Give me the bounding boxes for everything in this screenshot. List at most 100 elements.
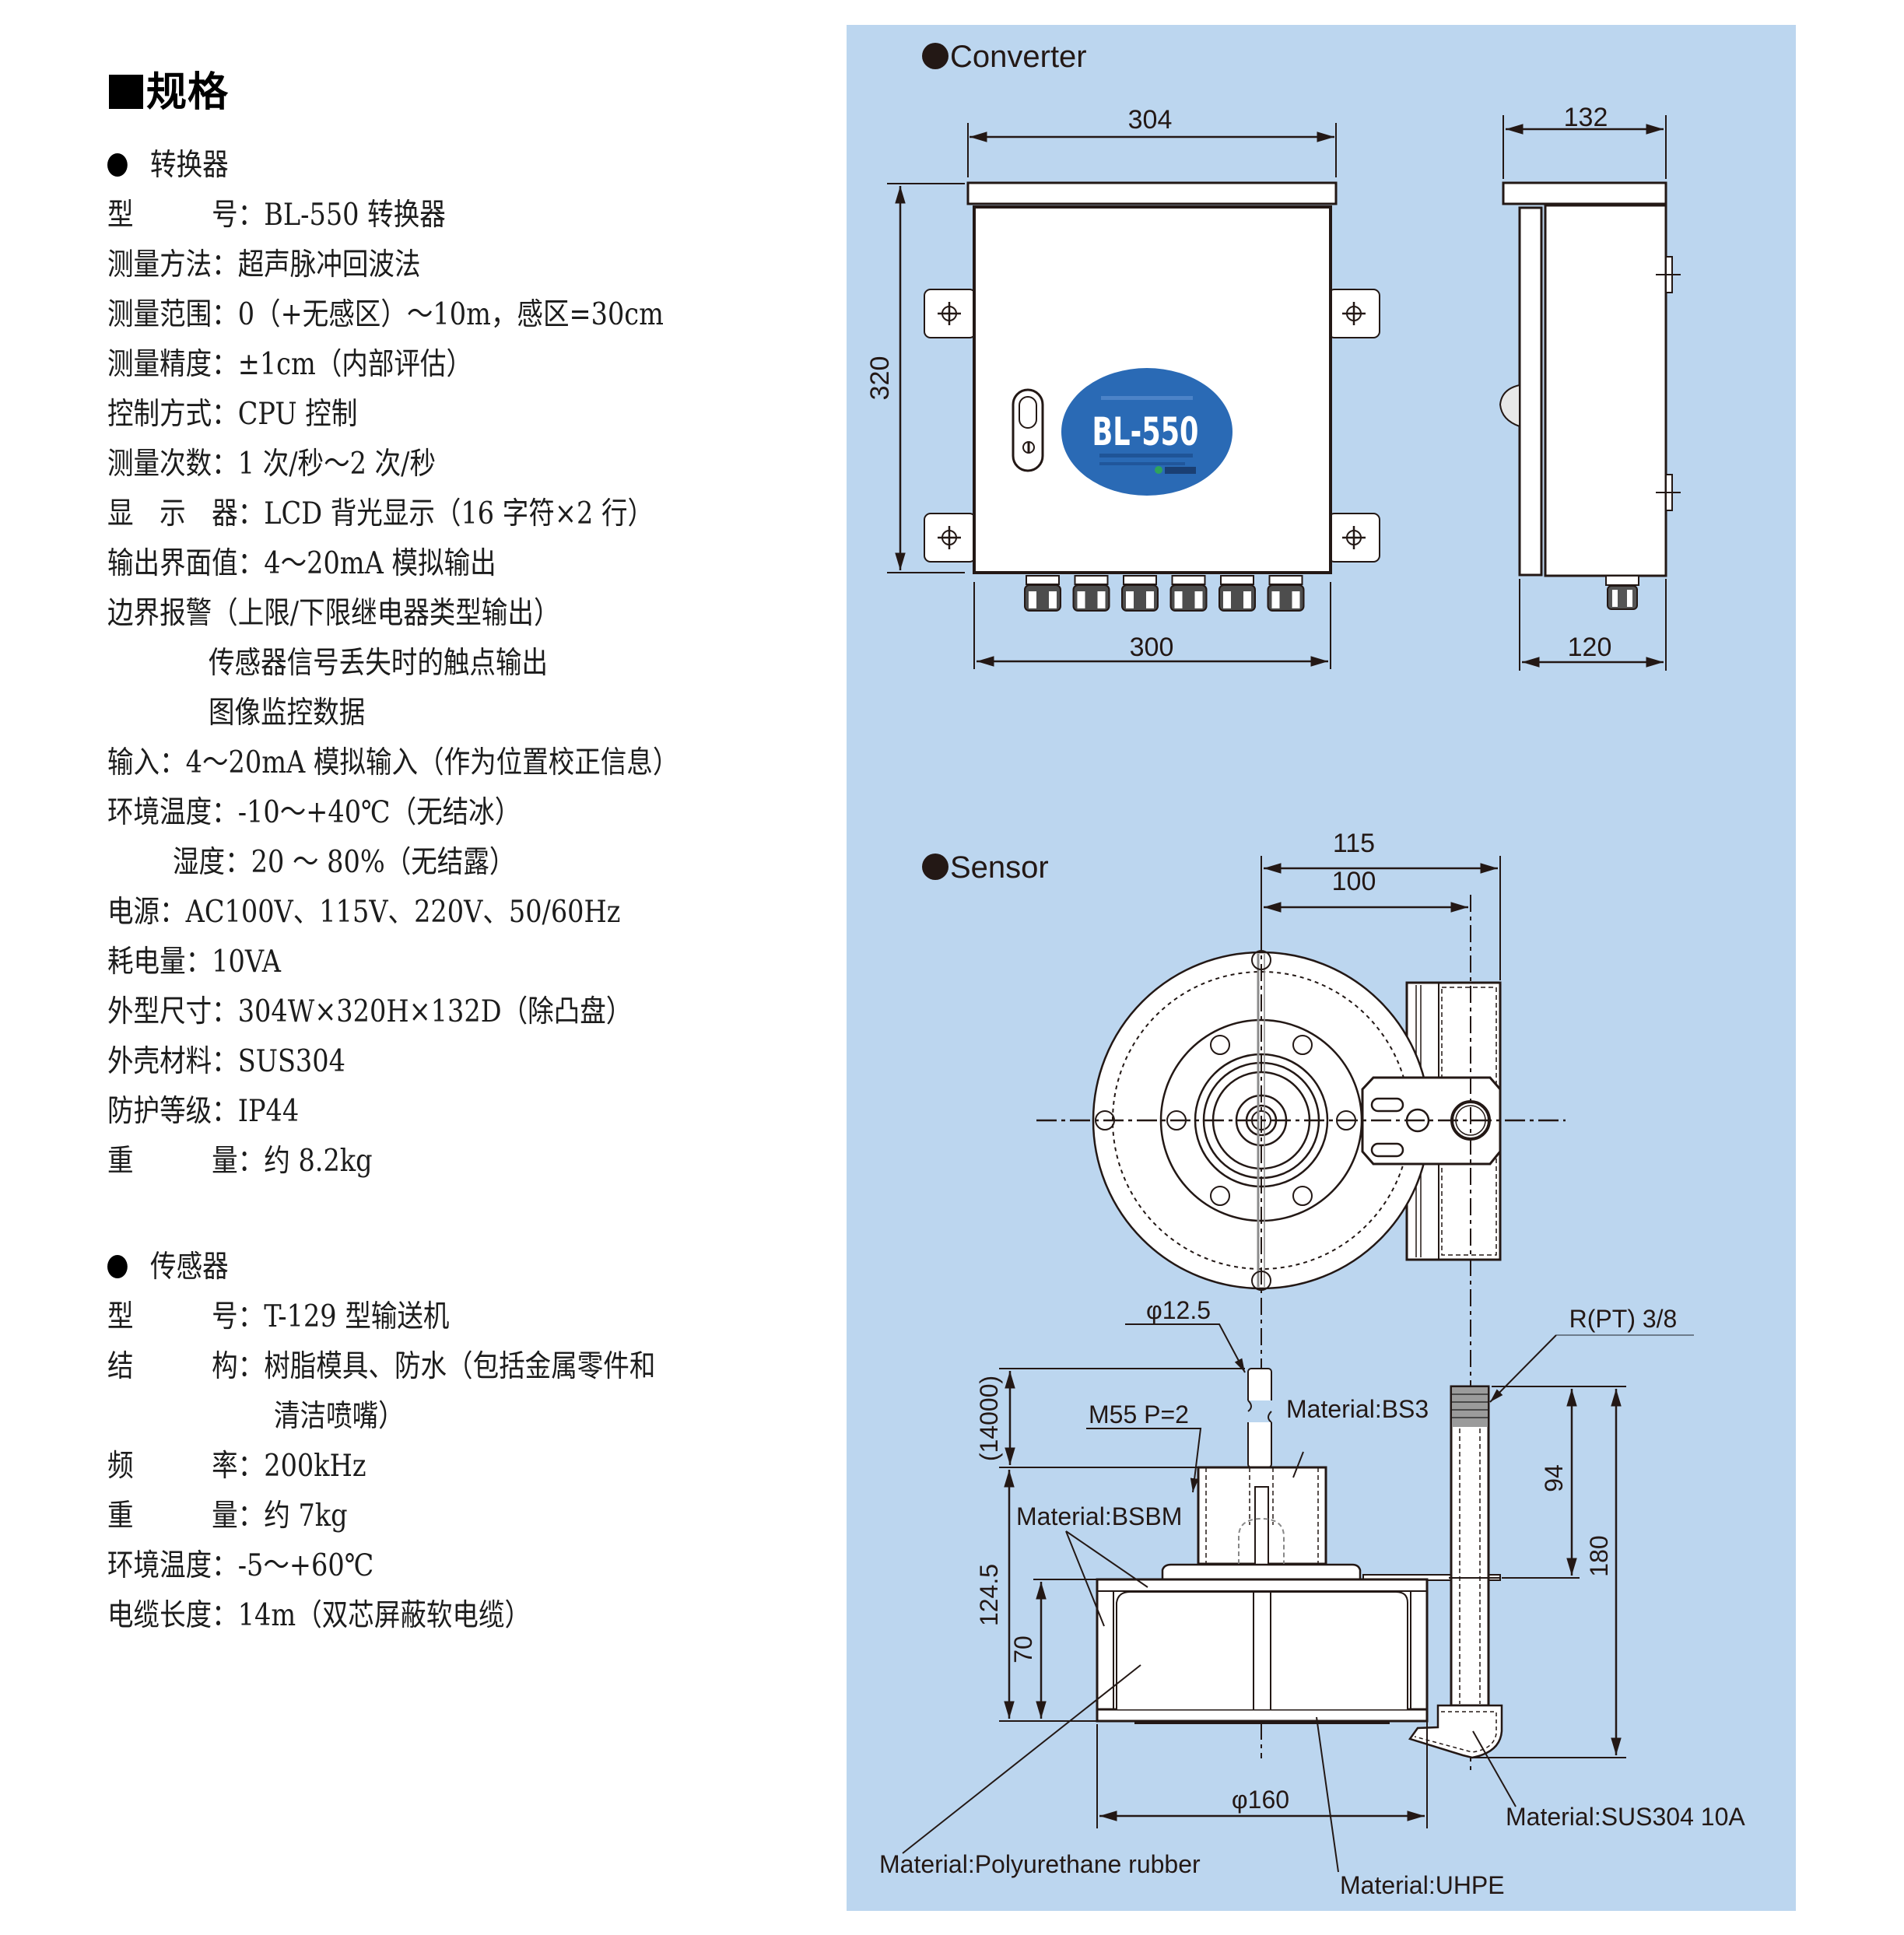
spec-value: 4～20mA 模拟输入（作为位置校正信息） <box>185 745 679 780</box>
dim-label-100: 100 <box>1332 867 1376 896</box>
sensor-title-text: Sensor <box>950 850 1049 885</box>
dim-label-132: 132 <box>1564 103 1608 132</box>
section-title-text: 转换器 <box>150 148 229 183</box>
spec-row: 测量范围：0（+无感区）～10m，感区=30cm <box>107 294 664 336</box>
spec-row: 图像监控数据 <box>209 692 365 734</box>
spec-label: 重 量： <box>107 1499 265 1534</box>
spec-value: 304W×320H×132D（除凸盘） <box>237 994 633 1029</box>
spec-value: IP44 <box>237 1094 300 1129</box>
sensor-top-view <box>1036 856 1566 1774</box>
spec-label: 边界报警 <box>107 596 212 631</box>
spec-value: 10VA <box>212 945 282 980</box>
crosshair-mark <box>1342 526 1366 549</box>
label-pipe-thread: R(PT) 3/8 <box>1569 1305 1678 1333</box>
spec-label: 电缆长度： <box>107 1598 238 1633</box>
spec-value: 约 8.2kg <box>264 1144 373 1179</box>
dim-label-115: 115 <box>1333 829 1375 858</box>
spec-value: 1 次/秒～2 次/秒 <box>237 447 437 482</box>
spec-value: 树脂模具、防水（包括金属零件和 <box>264 1349 656 1384</box>
crosshair-mark <box>938 302 961 325</box>
cable-glands <box>1024 575 1305 612</box>
label-material-polyurethane: Material:Polyurethane rubber <box>879 1850 1201 1878</box>
spec-label: 外壳材料： <box>107 1044 238 1079</box>
converter-section-title: 转换器 <box>107 145 229 187</box>
crosshair-mark <box>1342 302 1366 325</box>
heading-text: 规格 <box>146 69 230 116</box>
logo-text: BL-550 <box>1092 408 1199 454</box>
spec-row: 结 构：树脂模具、防水（包括金属零件和 <box>107 1346 655 1388</box>
square-bullet-icon <box>109 75 143 109</box>
spec-row: 清洁喷嘴） <box>274 1396 405 1438</box>
label-material-sus304: Material:SUS304 10A <box>1506 1803 1745 1831</box>
spec-row: 传感器信号丢失时的触点输出 <box>209 643 548 685</box>
spec-value: -5～+60℃ <box>237 1548 374 1583</box>
spec-value: 约 7kg <box>264 1499 348 1534</box>
section-heading: 规格 <box>109 65 229 120</box>
dim-label-70: 70 <box>1009 1635 1037 1663</box>
spec-label: 耗电量： <box>107 945 212 980</box>
spec-value: 4～20mA 模拟输出 <box>264 546 496 581</box>
dim-label-phi160: φ160 <box>1232 1786 1289 1814</box>
cable-gland <box>1024 575 1061 612</box>
spec-value: 20 ～ 80%（无结露） <box>251 845 516 880</box>
dim-label-cable-length: (14000) <box>975 1376 1003 1461</box>
sensor-title: Sensor <box>922 850 1049 885</box>
spec-label: 输入： <box>107 745 186 780</box>
spec-row: 测量精度：±1cm（内部评估） <box>107 344 472 386</box>
spec-row: 输入：4～20mA 模拟输入（作为位置校正信息） <box>107 742 678 784</box>
spec-label: 测量次数： <box>107 447 238 482</box>
spec-label: 湿度： <box>173 845 251 880</box>
dim-label-phi12-5: φ12.5 <box>1146 1296 1211 1324</box>
bl550-logo: BL-550 <box>1061 368 1233 496</box>
spec-label: 控制方式： <box>107 397 238 432</box>
spec-value: CPU 控制 <box>237 397 358 432</box>
cable-gland <box>1121 575 1159 612</box>
spec-value: AC100V、115V、220V、50/60Hz <box>185 895 621 930</box>
spec-value: -10～+40℃（无结冰） <box>237 795 521 830</box>
sensor-section-title: 传感器 <box>107 1246 229 1288</box>
spec-value: 超声脉冲回波法 <box>237 247 421 282</box>
spec-label: 电源： <box>107 895 186 930</box>
spec-row: 测量次数：1 次/秒～2 次/秒 <box>107 443 436 486</box>
sensor-side-view <box>1096 1368 1503 1759</box>
cable-gland <box>1267 575 1305 612</box>
dim-label-300: 300 <box>1130 633 1174 662</box>
spec-value: LCD 背光显示（16 字符×2 行） <box>264 496 654 531</box>
spec-row: 耗电量：10VA <box>107 941 281 983</box>
spec-row: 环境温度：-10～+40℃（无结冰） <box>107 792 521 834</box>
spec-label: 输出界面值： <box>107 546 265 581</box>
spec-value: 清洁喷嘴） <box>274 1399 405 1434</box>
spec-value: 图像监控数据 <box>209 696 366 731</box>
dim-label-304: 304 <box>1128 105 1173 135</box>
spec-row: 外型尺寸：304W×320H×132D（除凸盘） <box>107 991 632 1033</box>
spec-row: 湿度：20 ～ 80%（无结露） <box>173 842 515 884</box>
spec-value: 200kHz <box>264 1449 366 1484</box>
spec-label: 测量精度： <box>107 347 238 382</box>
spec-value: 0（+无感区）～10m，感区=30cm <box>237 297 664 332</box>
dim-label-180: 180 <box>1585 1535 1613 1576</box>
label-material-uhpe: Material:UHPE <box>1340 1871 1505 1899</box>
section-title-text: 传感器 <box>150 1250 229 1285</box>
spec-label: 频 率： <box>107 1449 265 1484</box>
spec-label: 型 号： <box>107 198 265 233</box>
spec-label: 环境温度： <box>107 795 238 830</box>
spec-row: 边界报警（上限/下限继电器类型输出） <box>107 593 559 635</box>
spec-row: 重 量：约 7kg <box>107 1495 348 1537</box>
spec-row: 型 号：T-129 型输送机 <box>107 1296 449 1338</box>
spec-row: 控制方式：CPU 控制 <box>107 394 357 436</box>
dim-label-320: 320 <box>865 356 895 401</box>
spec-value: 传感器信号丢失时的触点输出 <box>209 646 549 681</box>
crosshair-mark <box>938 526 961 549</box>
spec-value: 14m（双芯屏蔽软电缆） <box>237 1598 531 1633</box>
mounting-hole-marks <box>938 302 1366 549</box>
converter-side-view <box>1499 115 1681 671</box>
bullet-dot-icon <box>107 1255 128 1278</box>
spec-label: 型 号： <box>107 1299 265 1334</box>
sensor-dimension-lines <box>902 1323 1694 1873</box>
cable-gland <box>1218 575 1256 612</box>
label-material-bs3: Material:BS3 <box>1286 1395 1429 1423</box>
spec-row: 电源：AC100V、115V、220V、50/60Hz <box>107 892 620 934</box>
spec-value: T-129 型输送机 <box>264 1299 450 1334</box>
spec-row: 测量方法：超声脉冲回波法 <box>107 244 421 286</box>
